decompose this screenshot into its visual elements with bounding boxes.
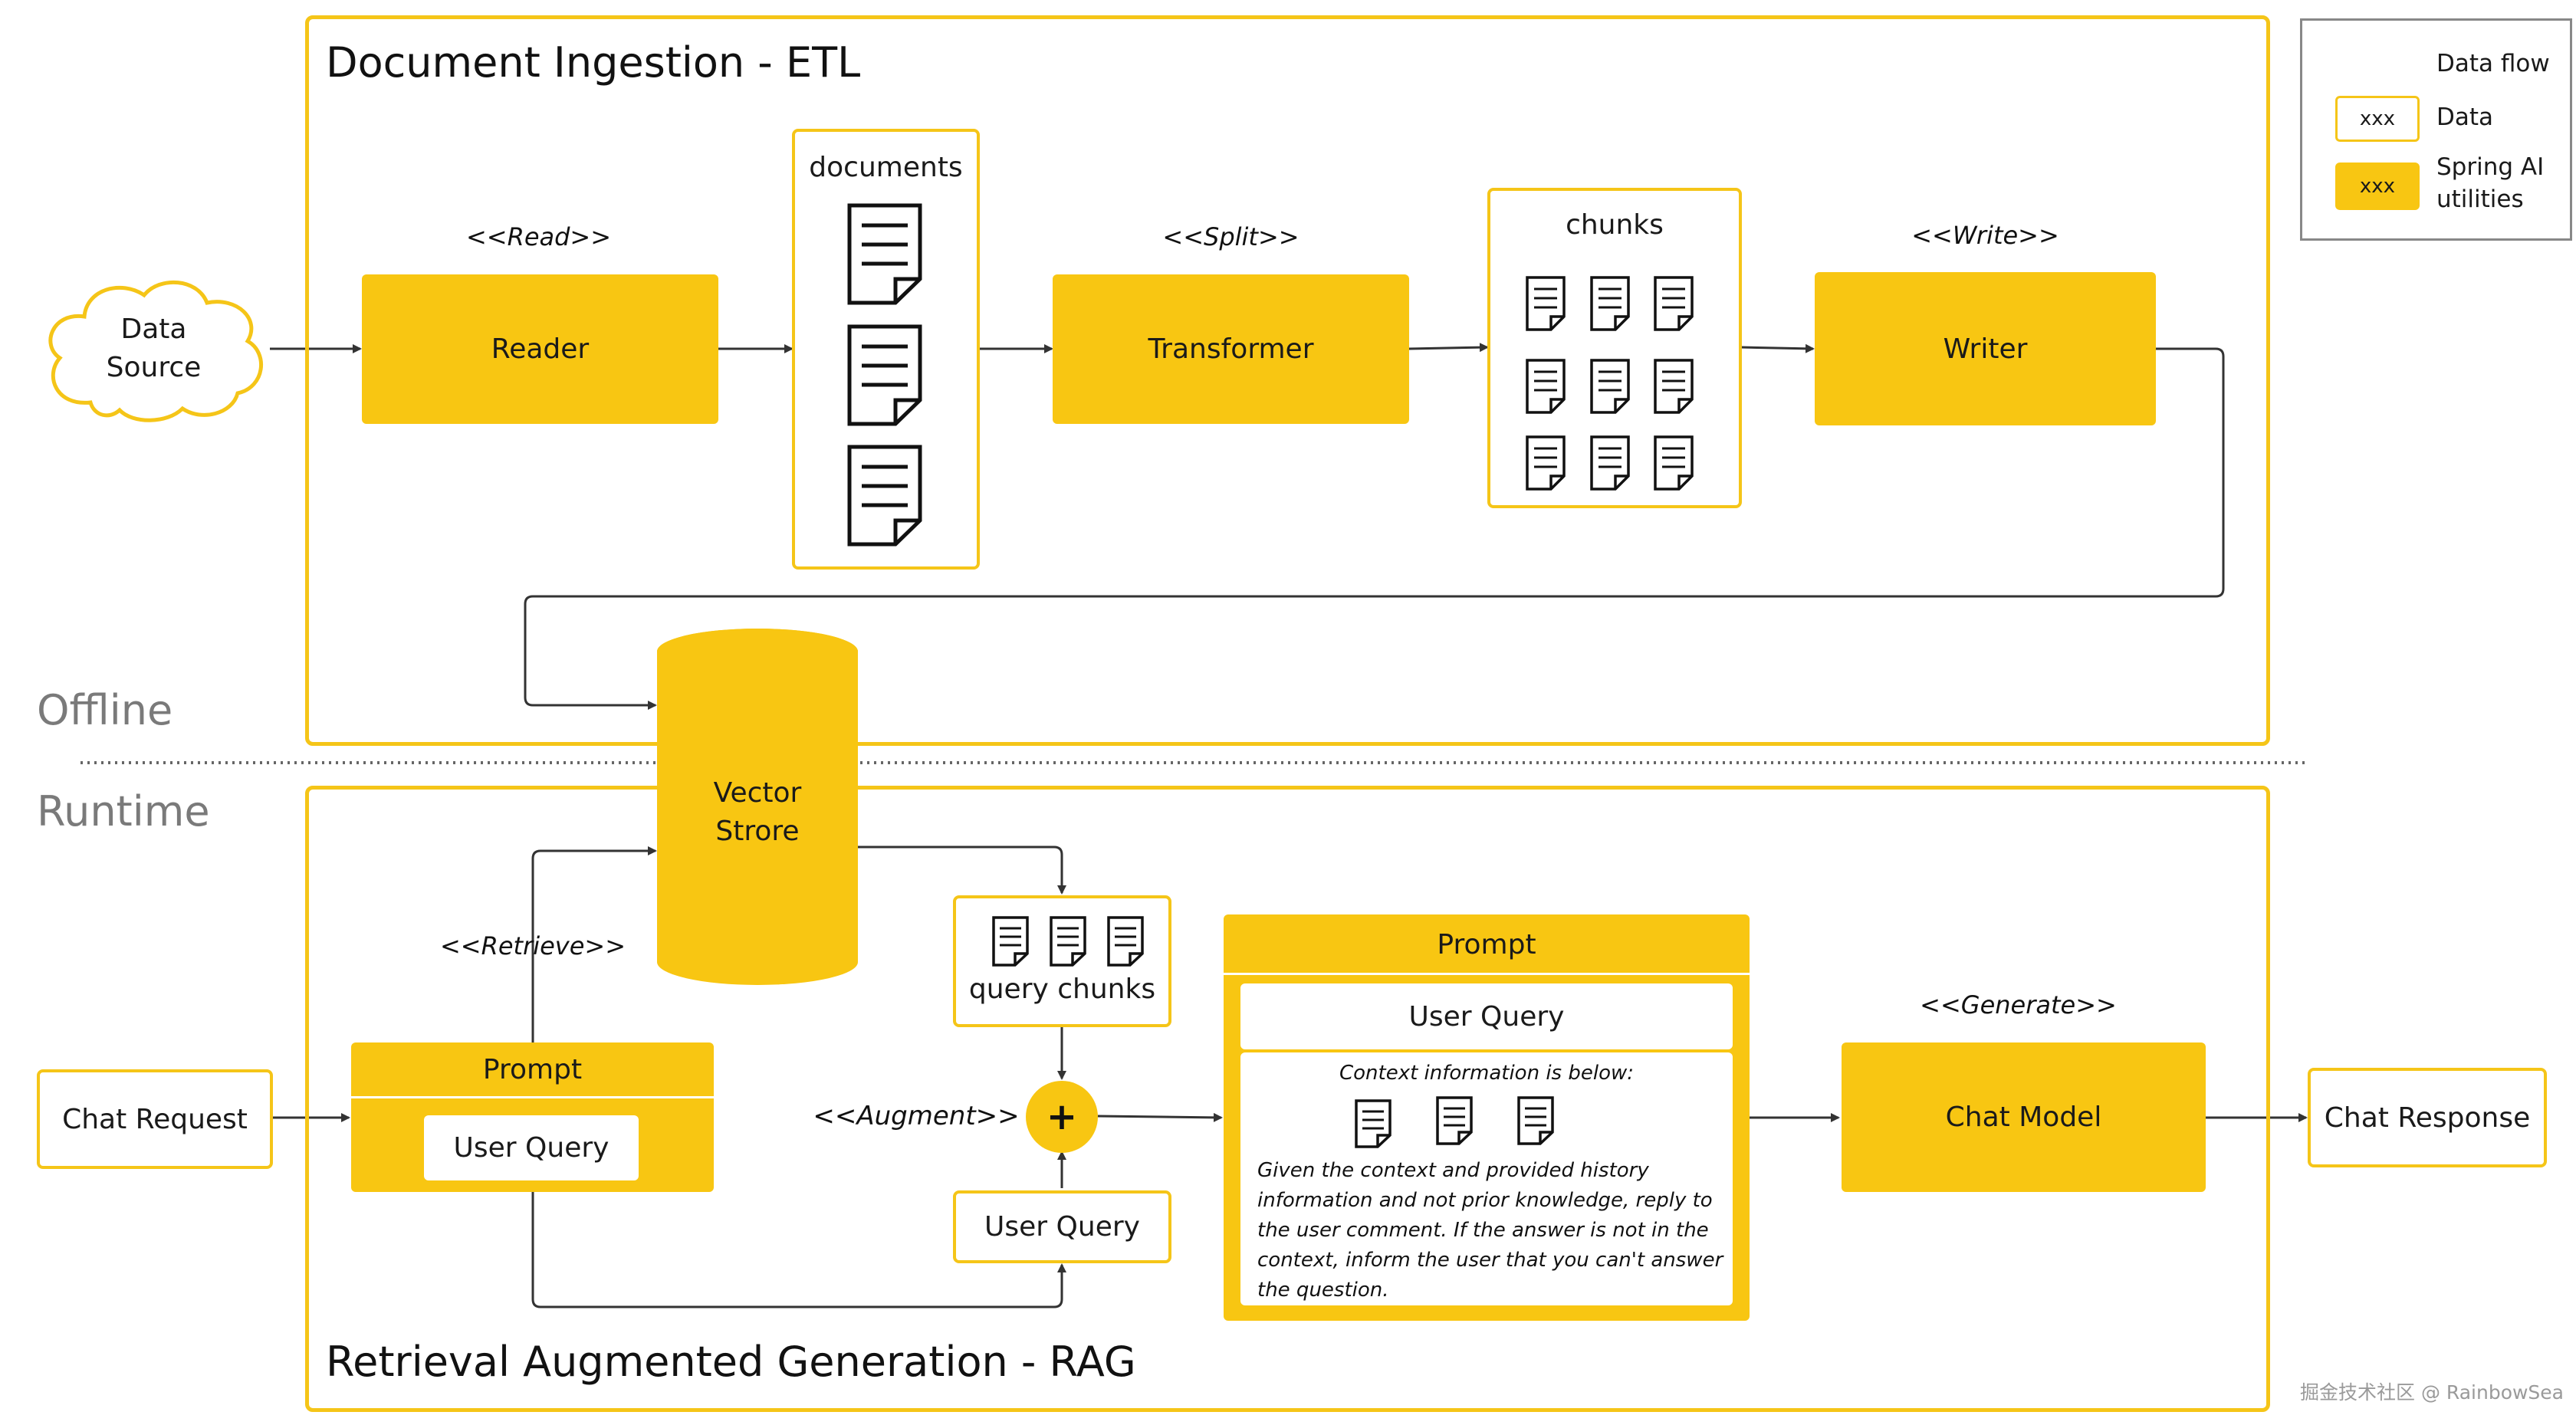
writer-label: Writer bbox=[1943, 333, 2028, 365]
read-stereotype: <<Read>> bbox=[465, 222, 612, 251]
transformer-label: Transformer bbox=[1148, 333, 1314, 365]
documents-label: documents bbox=[809, 152, 963, 183]
etl-frame bbox=[305, 15, 2270, 746]
chunk-icon bbox=[1589, 435, 1631, 491]
generate-stereotype: <<Generate>> bbox=[1920, 990, 2117, 1019]
query-chunks-label: query chunks bbox=[968, 974, 1156, 1005]
chat-request-label: Chat Request bbox=[62, 1103, 248, 1135]
document-icon bbox=[846, 444, 923, 547]
chunk-icon bbox=[1653, 358, 1694, 415]
legend-data-label: Data bbox=[2436, 103, 2494, 131]
chat-model-box[interactable]: Chat Model bbox=[1842, 1042, 2206, 1192]
legend-data-box-text: xxx bbox=[2359, 107, 2396, 130]
arrow-writer-to-store bbox=[524, 347, 2225, 710]
chat-model-label: Chat Model bbox=[1945, 1102, 2102, 1133]
chunk-icon bbox=[1354, 1098, 1392, 1149]
legend-spring-label-1: Spring AI bbox=[2436, 153, 2545, 181]
cloud-icon bbox=[48, 280, 264, 422]
reader-box[interactable]: Reader bbox=[362, 274, 718, 424]
arrow-store-to-query-chunks bbox=[857, 845, 1066, 895]
reader-label: Reader bbox=[491, 333, 590, 365]
chunk-icon bbox=[1049, 915, 1087, 967]
arrow-prompt-to-userquery bbox=[531, 1192, 1066, 1308]
rag-frame bbox=[305, 786, 2270, 1412]
prompt-user-query-text: User Query bbox=[453, 1132, 610, 1164]
vector-store[interactable]: Vector Strore bbox=[657, 629, 858, 985]
context-panel: Context information is below: Given the … bbox=[1240, 1052, 1733, 1305]
prompt-divider bbox=[351, 1096, 714, 1098]
user-query-box[interactable]: User Query bbox=[953, 1190, 1171, 1263]
legend-data-box: xxx bbox=[2335, 96, 2420, 142]
data-source-cloud: Data Source bbox=[37, 272, 271, 425]
writer-box[interactable]: Writer bbox=[1815, 272, 2156, 425]
arrow-plus-to-prompt2 bbox=[1097, 1112, 1223, 1122]
chat-response-box[interactable]: Chat Response bbox=[2308, 1068, 2547, 1167]
write-stereotype: <<Write>> bbox=[1911, 221, 2059, 250]
plus-icon: + bbox=[1046, 1095, 1078, 1138]
chunk-icon bbox=[991, 915, 1030, 967]
legend-spring-box: xxx bbox=[2335, 163, 2420, 210]
chunk-icon bbox=[1653, 435, 1694, 491]
watermark: 掘金技术社区 @ RainbowSea bbox=[2300, 1381, 2564, 1404]
chunks-label: chunks bbox=[1566, 209, 1664, 241]
transformer-box[interactable]: Transformer bbox=[1053, 274, 1409, 424]
augmented-prompt-divider bbox=[1224, 973, 1750, 975]
chunk-icon bbox=[1589, 275, 1631, 332]
chunk-icon bbox=[1653, 275, 1694, 332]
augment-plus-button[interactable]: + bbox=[1026, 1081, 1098, 1153]
chunks-box: chunks bbox=[1487, 188, 1742, 508]
documents-box: documents bbox=[792, 129, 980, 570]
split-stereotype: <<Split>> bbox=[1162, 222, 1300, 251]
augmented-prompt-user-query-text: User Query bbox=[1408, 1000, 1565, 1033]
instruction-text: Given the context and provided history i… bbox=[1257, 1159, 1723, 1302]
augmented-prompt-box[interactable]: Prompt User Query Context information is… bbox=[1224, 914, 1750, 1321]
context-info-text: Context information is below: bbox=[1339, 1062, 1635, 1085]
document-icon bbox=[846, 202, 923, 306]
legend: Data flow xxx Data xxx Spring AI utiliti… bbox=[2300, 18, 2572, 241]
augment-stereotype: <<Augment>> bbox=[813, 1101, 1020, 1131]
document-icon bbox=[846, 323, 923, 427]
query-chunks-box: query chunks bbox=[953, 895, 1171, 1027]
arrow-transformer-to-chunks bbox=[1408, 343, 1489, 353]
runtime-label: Runtime bbox=[37, 787, 210, 836]
chunk-icon bbox=[1589, 358, 1631, 415]
augmented-prompt-header: Prompt bbox=[1437, 928, 1536, 960]
user-query-label: User Query bbox=[984, 1211, 1140, 1243]
etl-title: Document Ingestion - ETL bbox=[326, 38, 861, 87]
legend-spring-box-text: xxx bbox=[2359, 175, 2396, 198]
prompt-box[interactable]: Prompt User Query bbox=[351, 1042, 714, 1192]
vector-store-line2: Strore bbox=[715, 816, 800, 847]
chunk-icon bbox=[1525, 358, 1566, 415]
legend-data-flow-label: Data flow bbox=[2436, 50, 2550, 77]
chunk-icon bbox=[1525, 275, 1566, 332]
rag-title: Retrieval Augmented Generation - RAG bbox=[326, 1338, 1136, 1386]
prompt-header: Prompt bbox=[482, 1053, 583, 1085]
chunk-icon bbox=[1106, 915, 1145, 967]
data-source-line1: Data bbox=[120, 314, 187, 345]
legend-spring-label-2: utilities bbox=[2436, 186, 2524, 213]
chunk-icon bbox=[1435, 1095, 1474, 1146]
arrow-chunks-to-writer bbox=[1740, 343, 1815, 353]
retrieve-stereotype: <<Retrieve>> bbox=[439, 931, 626, 960]
prompt-user-query: User Query bbox=[424, 1115, 639, 1180]
chat-response-label: Chat Response bbox=[2324, 1102, 2531, 1134]
chat-request-box[interactable]: Chat Request bbox=[37, 1069, 273, 1169]
data-source-line2: Source bbox=[106, 352, 202, 383]
database-cylinder-icon bbox=[657, 629, 858, 985]
arrow-prompt-to-store bbox=[531, 846, 657, 1042]
augmented-prompt-user-query: User Query bbox=[1240, 983, 1733, 1049]
chunk-icon bbox=[1525, 435, 1566, 491]
chunk-icon bbox=[1516, 1095, 1555, 1146]
vector-store-line1: Vector bbox=[713, 777, 802, 809]
offline-label: Offline bbox=[37, 686, 173, 734]
